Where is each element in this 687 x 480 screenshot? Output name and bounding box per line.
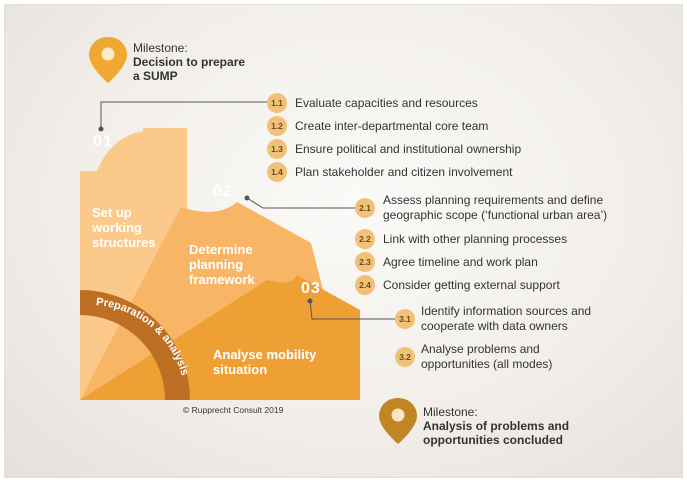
step-1-label: Set up working structures bbox=[92, 205, 156, 250]
step-number-1: 01 bbox=[93, 133, 113, 150]
activity-badge-2-1: 2.1 bbox=[355, 198, 375, 218]
connector-step-2 bbox=[246, 197, 355, 209]
step-number-3: 03 bbox=[301, 280, 321, 297]
activity-badge-1-4: 1.4 bbox=[267, 162, 287, 182]
segment-step-2 bbox=[80, 202, 327, 400]
activity-badge-1-3: 1.3 bbox=[267, 139, 287, 159]
activity-1-3: Ensure political and institutional owner… bbox=[295, 142, 522, 156]
map-pin-icon bbox=[89, 37, 127, 83]
activity-1-1: Evaluate capacities and resources bbox=[295, 96, 478, 110]
activity-badge-2-3: 2.3 bbox=[355, 252, 375, 272]
cycle-diagram: Preparation & analysis bbox=[80, 37, 417, 444]
activity-1-2: Create inter-departmental core team bbox=[295, 119, 489, 133]
activity-badge-1-2: 1.2 bbox=[267, 116, 287, 136]
activity-3-2: Analyse problems and opportunities (all … bbox=[421, 342, 553, 371]
activity-badge-2-4: 2.4 bbox=[355, 275, 375, 295]
activity-2-3: Agree timeline and work plan bbox=[383, 255, 538, 269]
activity-2-1: Assess planning requirements and define … bbox=[383, 193, 608, 222]
connector-step-1 bbox=[100, 101, 267, 129]
sump-diagram-frame: Preparation & analysis 01 02 03 Set up w… bbox=[4, 4, 683, 478]
activity-1-4: Plan stakeholder and citizen involvement bbox=[295, 165, 513, 179]
activity-2-2: Link with other planning processes bbox=[383, 232, 568, 246]
step-number-2: 02 bbox=[213, 183, 233, 200]
step-3-label: Analyse mobility situation bbox=[213, 347, 317, 377]
connector-step-3 bbox=[309, 300, 397, 320]
activity-badge-3-1: 3.1 bbox=[395, 309, 415, 329]
activity-badge-3-2: 3.2 bbox=[395, 347, 415, 367]
copyright-notice: © Rupprecht Consult 2019 bbox=[183, 405, 284, 415]
activity-badge-1-1: 1.1 bbox=[267, 93, 287, 113]
milestone-end-label: Milestone: Analysis of problems and oppo… bbox=[423, 405, 570, 447]
step-2-label: Determine planning framework bbox=[189, 242, 255, 287]
activity-badge-2-2: 2.2 bbox=[355, 229, 375, 249]
map-pin-icon bbox=[379, 398, 417, 444]
phase-band bbox=[80, 290, 190, 400]
milestone-start-label: Milestone: Decision to prepare a SUMP bbox=[133, 41, 246, 83]
segment-step-3 bbox=[80, 275, 360, 400]
activity-2-4: Consider getting external support bbox=[383, 278, 560, 292]
activity-3-1: Identify information sources and coopera… bbox=[421, 304, 592, 333]
